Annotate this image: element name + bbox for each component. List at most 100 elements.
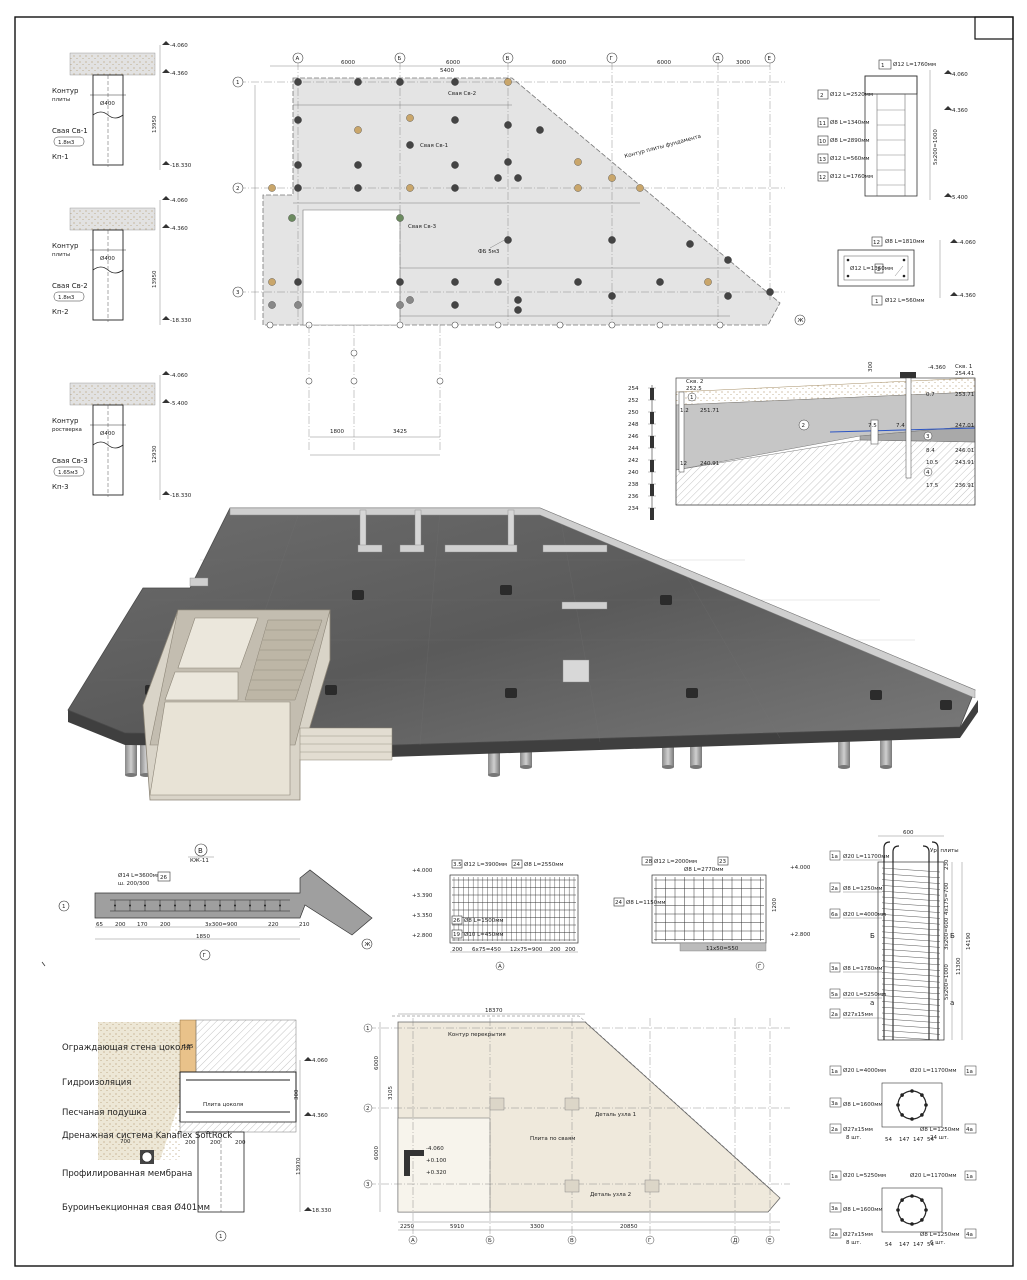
slab-row-bubble-0 bbox=[363, 1023, 373, 1033]
geo-depth-4: 7.5 bbox=[868, 423, 877, 429]
mesh1-axis: А bbox=[498, 964, 502, 970]
col-width: 600 bbox=[903, 830, 914, 836]
wall-rebar-dot-1 bbox=[129, 904, 131, 907]
colsec-bar-0-4 bbox=[896, 1103, 900, 1107]
geo-scale-bar-6 bbox=[650, 460, 654, 472]
wall-rebar-dot-11 bbox=[279, 904, 281, 907]
colsec-dim-0-1: 147 bbox=[899, 1137, 910, 1143]
plan-pile-21 bbox=[451, 184, 459, 192]
colsec-tag-1-3: 4a bbox=[966, 1232, 973, 1238]
colsec-tag-box-top-1 bbox=[964, 1170, 977, 1181]
mesh2-label-24: Ø8 L=1150мм bbox=[626, 899, 666, 906]
col-section-mark-1: Б bbox=[950, 932, 955, 940]
pile-diameter-1: Ø400 bbox=[100, 100, 115, 107]
plan-pile-25 bbox=[608, 174, 616, 182]
geo-scale-bar-4 bbox=[650, 436, 654, 448]
slab-level-2: +0.100 bbox=[426, 1158, 447, 1164]
colsec-tag-box-0-3 bbox=[964, 1123, 977, 1134]
cap-level-mid: -4.360 bbox=[950, 108, 968, 114]
fs-dim-700: 700 bbox=[120, 1139, 131, 1145]
pile-mark-bottom-2 bbox=[162, 316, 170, 320]
beam-tag-1: 1 bbox=[875, 299, 879, 305]
col-stirrup-1 bbox=[881, 873, 941, 879]
pile-mark-mid-2 bbox=[162, 224, 170, 228]
wall-dim-200a: 200 bbox=[115, 922, 126, 928]
cap-label-2: Ø12 L=2520мм bbox=[830, 91, 873, 98]
col-dim-0: 230 bbox=[944, 859, 950, 870]
plan-pile-open-7 bbox=[656, 321, 664, 329]
render-pile-base-4 bbox=[662, 765, 674, 769]
plan-pile-19 bbox=[354, 184, 362, 192]
pile-mid-level-3: -5.400 bbox=[170, 401, 188, 407]
colsec-bar-0-0 bbox=[924, 1103, 928, 1107]
pile-detail-3: -4.060-5.400-18.330КонтурростверкаØ400Св… bbox=[52, 371, 192, 500]
render-pile-base-5 bbox=[690, 765, 702, 769]
geo-well-2: Скв. 2 bbox=[686, 379, 703, 385]
plan-pile-open-4 bbox=[494, 321, 502, 329]
slab-axis-bubble-2 bbox=[567, 1235, 577, 1245]
col-stirrup-23 bbox=[881, 1001, 941, 1006]
render-stub-3 bbox=[500, 585, 512, 595]
beam-tag-2: 2 bbox=[877, 267, 881, 273]
colsec-bar-1-6 bbox=[910, 1194, 914, 1198]
pile-mid-level-2: -4.360 bbox=[170, 226, 188, 232]
col-tag-5: 2a bbox=[831, 1012, 838, 1018]
plan-axis-label-1: Б bbox=[398, 56, 402, 62]
pile-top-level-1: -4.060 bbox=[170, 43, 188, 49]
geo-level-top: -4.360 bbox=[928, 365, 946, 371]
plan-pile-18 bbox=[294, 184, 302, 192]
pile-contour-3: Контур bbox=[52, 417, 79, 425]
col-label-4: Ø20 L=5250мм bbox=[843, 991, 886, 998]
wall-bar-tag: 26 bbox=[160, 875, 167, 881]
geo-scale-5: 244 bbox=[628, 446, 639, 452]
cap-tag-1: 1 bbox=[881, 63, 885, 69]
geo-depth-1: 12 bbox=[680, 461, 687, 467]
col-tag-1: 2a bbox=[831, 886, 838, 892]
slab-row-label-2: 3 bbox=[366, 1182, 370, 1188]
render-pile-base-0 bbox=[125, 773, 137, 777]
plan-pile-3 bbox=[451, 78, 459, 86]
slab-axis-bubble-1 bbox=[485, 1235, 495, 1245]
mesh1-label-35: Ø12 L=3900мм bbox=[464, 861, 507, 868]
mesh1-dim-200b: 200 bbox=[550, 947, 561, 953]
fs-dim-200c: 200 bbox=[235, 1140, 246, 1146]
slab-dim-2250: 2250 bbox=[400, 1224, 414, 1230]
fs-label-slab: Плита цоколя bbox=[203, 1102, 243, 1108]
col-stirrup-16 bbox=[881, 960, 941, 966]
mesh2-tag-23: 23 bbox=[719, 859, 726, 865]
render-stub-5 bbox=[505, 688, 517, 698]
geo-scale-bar-0 bbox=[650, 388, 654, 400]
geo-elev-2: 253.71 bbox=[955, 392, 974, 398]
plan-axis-bubble-4 bbox=[712, 52, 724, 64]
geo-scale-0: 254 bbox=[628, 386, 639, 392]
plan-pile-11 bbox=[294, 161, 302, 169]
cap-tag-11: 11 bbox=[819, 121, 826, 127]
geo-elev-4: 246.01 bbox=[955, 448, 974, 454]
colsec-bar-1-3 bbox=[900, 1218, 904, 1222]
pile-mark-top-1 bbox=[162, 41, 170, 45]
plan-pile-1 bbox=[354, 78, 362, 86]
col-stirrup-14 bbox=[881, 948, 941, 954]
geo-scale-6: 242 bbox=[628, 458, 639, 464]
wall-rebar-dot-8 bbox=[234, 904, 236, 907]
slab-dim-side2: 6000 bbox=[374, 1146, 380, 1160]
geo-depth-0: 1.2 bbox=[680, 408, 689, 414]
mesh2-axis: Г bbox=[758, 964, 762, 970]
col-stirrup-12 bbox=[881, 937, 941, 942]
rebar-mesh-1: +4.000 +3.390 +3.350 +2.800 3.5 Ø12 L=39… bbox=[412, 859, 579, 971]
plan-axis-label-0: А bbox=[296, 56, 300, 62]
colsec-label-1-1: Ø8 L=1600мм bbox=[843, 1206, 883, 1213]
plan-axis-label-2: В bbox=[506, 56, 510, 62]
mesh1-tag-26: 26 bbox=[453, 918, 460, 924]
pile-mark-mid-1 bbox=[162, 69, 170, 73]
plan-pile-27 bbox=[288, 214, 296, 222]
colsec-tag-box-1-0 bbox=[829, 1170, 842, 1181]
col-tag-box-2 bbox=[829, 908, 841, 919]
geo-well-1: Скв. 1 bbox=[955, 364, 972, 370]
geo-scale-4: 246 bbox=[628, 434, 639, 440]
plan-pile-13 bbox=[406, 141, 414, 149]
wall-section: В КЖ-11 Ø14 L=3600мм ш. 200/300 26 1 Г Ж… bbox=[58, 843, 373, 961]
